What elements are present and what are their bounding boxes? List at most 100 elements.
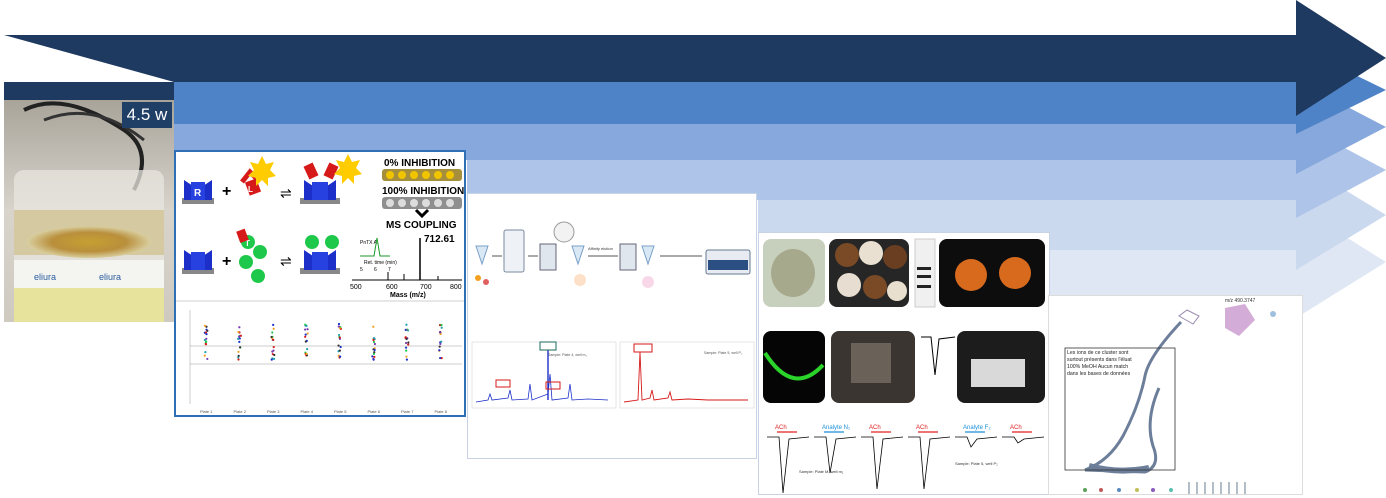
affinity-step-label: Affinity elution (588, 246, 613, 251)
plot-dot (440, 323, 443, 327)
plot-dot (206, 357, 209, 361)
svg-text:⇌: ⇌ (280, 253, 292, 269)
plot-dot (306, 332, 309, 335)
trace-label: Analyte N₁ (822, 425, 850, 431)
plot-dot (405, 323, 408, 326)
plot-dot (372, 336, 376, 340)
plot-dot (237, 335, 241, 338)
left-caption: Sample: Plate 4, well m₁ (548, 353, 588, 357)
current-trace (861, 436, 904, 490)
frog-photo (763, 239, 825, 307)
plot-dot (238, 326, 241, 329)
culture-flask-photo: eliura eliura (4, 100, 174, 322)
plot-dot (270, 358, 273, 361)
plot-dot (373, 348, 376, 352)
full-inhibition-label: 100% INHIBITION (382, 186, 464, 197)
network-panel: m/z 490.3747 Les ions de ce cluster sont… (1048, 295, 1303, 495)
svg-text:6: 6 (374, 267, 377, 273)
plot-dot (438, 349, 441, 352)
plot-dot (237, 337, 240, 340)
receptor-blocked (300, 235, 340, 274)
current-trace-inset (921, 336, 956, 376)
plot-dot (272, 327, 275, 330)
plot-dot (438, 345, 441, 348)
plot-dot (371, 355, 374, 358)
svg-text:600: 600 (386, 284, 398, 291)
plot-dot (238, 337, 241, 340)
network-annotation: Les ions de ce cluster sont surtout prés… (1067, 350, 1132, 378)
svg-text:500: 500 (350, 284, 362, 291)
plot-dot (272, 323, 275, 326)
plus-sign: + (222, 183, 231, 200)
ephys-caption-right: Sample: Plate 5, well P₂ (955, 461, 998, 466)
trace-label: ACh (869, 425, 881, 431)
robot-photo (957, 331, 1045, 403)
oocytes-photo (829, 239, 909, 307)
plot-dot (272, 349, 275, 352)
plot-dot (439, 356, 442, 360)
plot-dot (405, 355, 408, 358)
arrow-stage-2 (174, 46, 1386, 134)
receptor-free-bottom (182, 250, 214, 274)
plot-dot (203, 324, 207, 327)
plot-dot (304, 340, 307, 343)
current-trace (814, 436, 857, 474)
plot-dot (305, 324, 308, 327)
svg-text:⇌: ⇌ (280, 185, 292, 201)
screening-panel: R + L ⇌ 0% INHIBITION 100% INHIBITION MS… (174, 150, 466, 417)
plot-dot (337, 333, 341, 337)
plot-dot (372, 325, 375, 328)
plot-dot (205, 333, 208, 336)
arrow-stage-1 (4, 0, 1386, 116)
plot-dot (304, 335, 307, 338)
plot-dot (439, 332, 442, 336)
plot-dot (238, 346, 242, 349)
plot-dot (372, 338, 375, 342)
trace-label: ACh (916, 425, 928, 431)
plate-label: Plate 3 (267, 409, 280, 414)
annotation-box (1064, 347, 1176, 471)
plot-dot (272, 338, 275, 341)
plot-dot (338, 349, 341, 352)
chromatogram-left: Sample: Plate 4, well m₁ (471, 341, 617, 409)
plot-dot (305, 352, 308, 356)
plot-dot (338, 336, 341, 339)
plot-dot (306, 348, 309, 351)
mz-label: m/z 490.3747 (1225, 298, 1256, 304)
plot-dot (204, 351, 207, 354)
plot-dot (373, 351, 376, 354)
trace-label: ACh (1010, 425, 1022, 431)
plot-dot (405, 358, 409, 361)
plot-dot (405, 337, 408, 341)
fluorescence-photo (763, 331, 825, 403)
injected-oocytes-photo (939, 239, 1045, 307)
plot-dot (337, 322, 341, 326)
plot-dot (373, 355, 376, 359)
plate-label: Plate 2 (234, 409, 247, 414)
plot-dot (238, 340, 241, 343)
plot-dot (203, 338, 206, 342)
ms-coupling-label: MS COUPLING (386, 220, 457, 231)
gel-image (914, 238, 936, 308)
toxin-letter: T (245, 239, 250, 248)
plot-dot (406, 329, 410, 332)
ligand-group: L (240, 156, 276, 196)
current-trace (767, 436, 810, 494)
plot-dot (404, 328, 407, 331)
plot-dot (404, 346, 408, 349)
isolated-nodes (1083, 482, 1246, 494)
rig-photo (831, 331, 915, 403)
plot-dot (306, 328, 309, 331)
plot-dot (438, 331, 442, 334)
svg-text:800: 800 (450, 284, 462, 291)
chromatogram-right: Sample: Plate 5, well P₂ (619, 341, 755, 409)
peak-label: 712.61 (424, 234, 455, 245)
plot-dot (237, 354, 240, 357)
zero-inhibition-label: 0% INHIBITION (384, 158, 455, 169)
mass-axis-label: Mass (m/z) (390, 292, 426, 299)
svg-text:eliura: eliura (99, 272, 121, 282)
plate-label: Plate 8 (435, 409, 448, 414)
plot-dot (237, 330, 240, 334)
